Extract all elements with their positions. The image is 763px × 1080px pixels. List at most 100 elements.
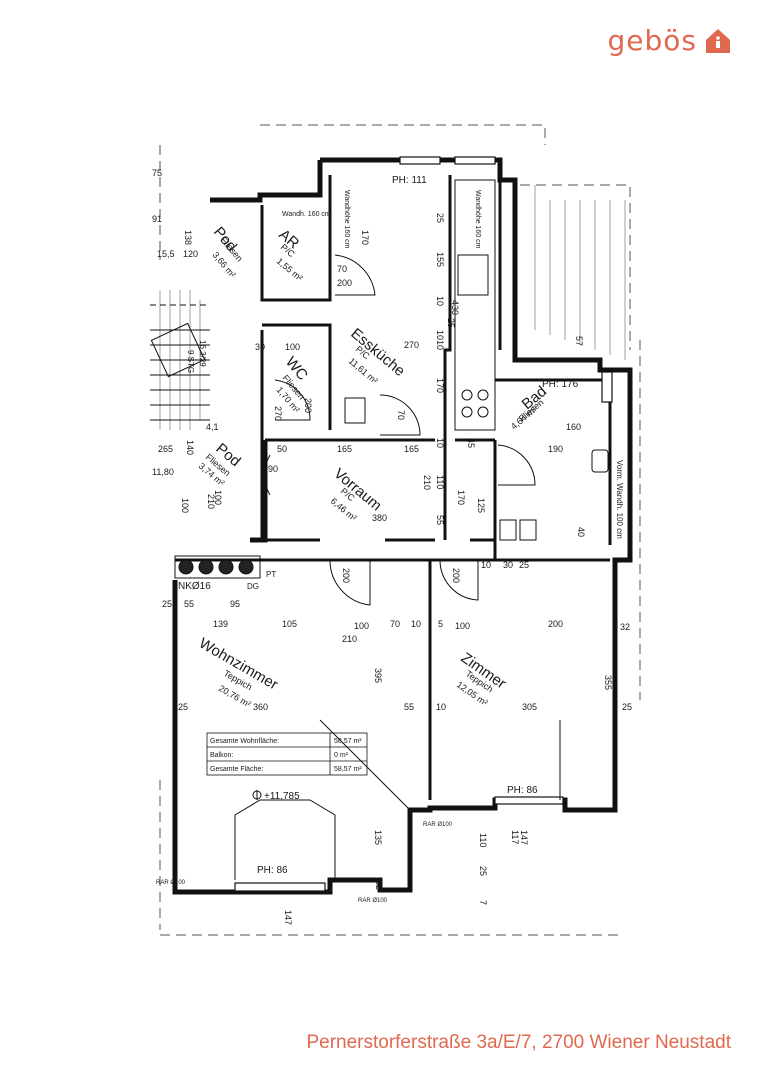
house-icon xyxy=(706,29,730,53)
dim: 110 xyxy=(435,475,445,489)
label-pt: PT xyxy=(266,570,276,579)
dim: 305 xyxy=(522,702,537,712)
dim: 45 xyxy=(466,438,476,448)
dim: 210 xyxy=(422,475,432,490)
dim: 100 xyxy=(180,498,190,513)
dim: 25 xyxy=(519,560,529,570)
label-wandh-k1: Wandhöhe 160 cm xyxy=(343,190,350,249)
label-rar2: RAR Ø100 xyxy=(358,898,388,904)
bay-outlines xyxy=(234,719,561,880)
dim: 75 xyxy=(152,168,162,178)
dim: 25 xyxy=(178,702,188,712)
label-wandh-bad: Vorm. Wandh. 100 cm xyxy=(615,460,624,539)
dim: 10 xyxy=(435,340,445,350)
dim: 200 xyxy=(451,568,461,583)
dim: 10 xyxy=(411,619,421,629)
dim: 165 xyxy=(404,444,419,454)
dim: 165 xyxy=(337,444,352,454)
dim: 147 xyxy=(519,830,529,845)
label-stg: 9 STG xyxy=(186,350,195,373)
label-ph86a: PH: 86 xyxy=(257,865,288,876)
dim: 200 xyxy=(337,278,352,288)
dim: 100 xyxy=(285,342,300,352)
area-table-text: Gesamte Wohnfläche: 58,57 m² Balkon: 0 m… xyxy=(210,738,362,773)
dim: 139 xyxy=(213,619,228,629)
dim: 30 xyxy=(255,342,265,352)
construction-lines xyxy=(159,124,641,936)
dim: 210 xyxy=(206,494,216,509)
dim: 90 xyxy=(268,464,278,474)
area-value-gesamt: 58,57 m² xyxy=(334,766,362,773)
room-labels: Pod Fliesen 3,66 m² AR P/C 1,55 m² Esskü… xyxy=(196,224,550,710)
area-label-gesamt: Gesamte Fläche: xyxy=(210,766,263,773)
dim: 50 xyxy=(277,444,287,454)
level-marker xyxy=(252,790,262,800)
exterior-walls xyxy=(172,157,633,895)
dim: 55 xyxy=(435,515,445,525)
dim: 15,5 xyxy=(157,249,175,259)
area-label-total: Gesamte Wohnfläche: xyxy=(210,738,279,745)
dim: 155 xyxy=(435,252,445,267)
label-dg: DG xyxy=(247,582,259,591)
dim: 10 xyxy=(481,560,491,570)
dim: 430 xyxy=(450,300,460,315)
dim: 270 xyxy=(273,406,283,421)
interior-walls xyxy=(175,175,612,800)
brand-name: gebös xyxy=(607,24,697,57)
label-rar3: RAR Ø100 xyxy=(156,880,186,886)
dim: 138 xyxy=(183,230,193,245)
door-swings xyxy=(264,254,536,606)
dim: 25 xyxy=(435,213,445,223)
dim: 360 xyxy=(253,702,268,712)
address-caption: Pernerstorferstraße 3a/E/7, 2700 Wiener … xyxy=(306,1032,731,1053)
dim: 25 xyxy=(478,866,488,876)
dim: 170 xyxy=(456,490,466,505)
kitchen-counter xyxy=(454,179,496,431)
label-wandh-ar: Wandh. 160 cm xyxy=(282,211,331,218)
dim: 147 xyxy=(283,910,293,925)
dim: 355 xyxy=(603,675,613,690)
dim: 32 xyxy=(374,880,384,890)
neighbour-hatching xyxy=(159,185,626,430)
dim: 135 xyxy=(373,830,383,845)
dim: 395 xyxy=(373,668,383,683)
dim: 105 xyxy=(282,619,297,629)
staircase xyxy=(150,304,210,421)
area-label-balkon: Balkon: xyxy=(210,752,233,759)
dim: 190 xyxy=(548,444,563,454)
label-rar1: RAR Ø100 xyxy=(423,822,453,828)
dim: 10 xyxy=(435,330,445,340)
dim: 5 xyxy=(438,619,443,629)
area-value-balkon: 0 m² xyxy=(334,752,349,759)
sanitary-fittings xyxy=(344,397,609,541)
dim: 270 xyxy=(404,340,419,350)
room-area-bad: 4,64 m² xyxy=(509,404,539,431)
dim: 10 xyxy=(435,296,445,306)
dim: 7 xyxy=(478,900,488,905)
dim: 70 xyxy=(390,619,400,629)
label-wandh-k2: Wandhöhe 160 cm xyxy=(474,190,481,249)
dim: 200 xyxy=(341,568,351,583)
dim: 32 xyxy=(620,622,630,632)
dim: 30 xyxy=(503,560,513,570)
brand-logo: gebös xyxy=(608,26,734,56)
dim: 95 xyxy=(230,599,240,609)
dim: 100 xyxy=(455,621,470,631)
dim: 4,1 xyxy=(206,422,219,432)
electrical-panel xyxy=(174,555,261,579)
dimension-labels: 170 25 155 10 430 270 10 25 10 170 70 20… xyxy=(152,168,632,925)
room-area-vorraum: 6,46 m² xyxy=(329,496,359,523)
windows xyxy=(234,156,613,892)
dim: 91 xyxy=(152,214,162,224)
dim: 200 xyxy=(303,398,313,413)
label-stg-dim: 16,3/29 xyxy=(198,340,207,367)
dim: 210 xyxy=(342,634,357,644)
dim: 25 xyxy=(446,318,456,328)
area-table xyxy=(206,732,368,776)
label-ph111: PH: 111 xyxy=(392,175,427,186)
dim: 100 xyxy=(213,490,223,505)
dim: 160 xyxy=(566,422,581,432)
dim: 170 xyxy=(435,378,445,393)
dim: 25 xyxy=(162,599,172,609)
